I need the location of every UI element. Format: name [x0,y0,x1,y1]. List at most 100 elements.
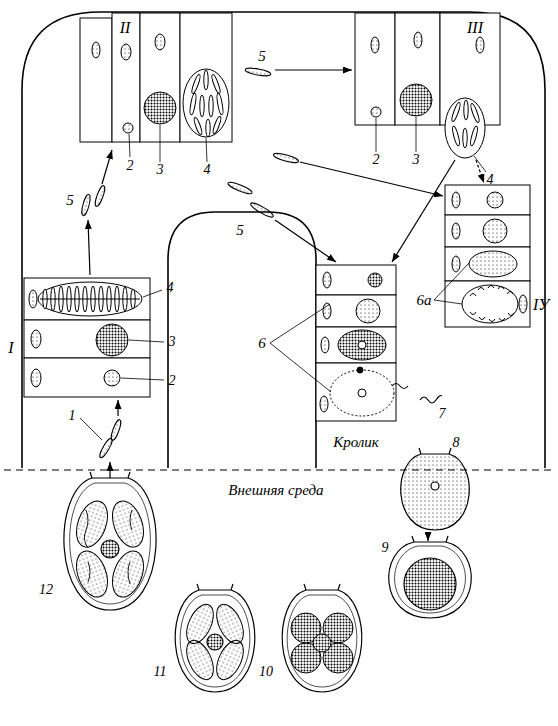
gut-outline [168,212,316,468]
oocyst-8 [401,448,470,530]
macrogamete-cells [320,396,328,412]
macrogamete-cells [316,265,396,421]
oocyst-9 [389,542,472,618]
oocyst-11 [180,595,250,687]
schizont-ii [189,93,197,115]
microgamont-cells [470,286,514,322]
schizont-i [38,282,142,316]
leader-lines [474,156,486,172]
macrogamete-cells [316,363,396,421]
oocyst-11 [181,600,249,683]
epithelial-cells-i [31,369,41,387]
callout-number: 4 [204,163,211,177]
macrogamete-cells [358,389,366,397]
leader-lines [160,125,161,162]
leader-lines [121,378,164,380]
schizont-ii [204,70,208,90]
cycle-arrows [109,462,110,478]
macrogamete-cells [323,303,331,319]
epithelial-cells-i [24,278,150,320]
cycle-arrows [88,220,90,275]
schizont-iii [464,100,468,120]
cycle-arrows [88,70,484,541]
host-label: Кролик [333,435,379,450]
oocyst-11 [197,584,233,590]
leader-lines [206,138,207,162]
oocyst-12 [90,472,130,478]
microgamont-cells [452,192,460,208]
leader-lines [270,304,330,343]
callout-number: 12 [39,583,53,597]
schizont-iii [470,103,481,123]
macrogamete-cells [321,337,329,353]
oocyst-10 [304,584,340,590]
macrogamete-cells [323,272,331,288]
epithelial-cells-ii [80,18,112,142]
microgamont-cells [452,256,460,272]
leader-lines [80,117,486,440]
callout-number: 3 [157,163,164,177]
schizont-ii [183,69,229,137]
oocyst-12 [71,497,150,602]
schizont-iii [451,126,460,146]
schizont-ii [191,74,202,94]
oocyst-10 [291,613,353,673]
microgamont-cells [445,185,530,327]
callout-number: 5 [258,49,266,64]
oocyst-11 [207,634,223,650]
microgamont-cells [445,185,530,215]
epithelial-cells-iii [395,13,440,125]
epithelial-cells-ii [92,42,100,58]
callout-number: 4 [487,173,494,187]
stage-numeral: II [120,20,131,36]
callout-number: 4 [167,281,174,295]
schizont-iii [445,98,485,158]
cycle-arrows [275,69,352,70]
oocyst-9 [404,558,456,610]
oocyst-12 [64,472,156,610]
microgamont-cells [445,215,530,247]
merozoites [249,201,275,219]
callout-number: 1 [69,409,76,423]
epithelial-cells-ii [140,13,180,142]
schizont-ii [216,93,224,115]
macrogamete-cells [316,265,396,295]
microgamont-cells [469,251,517,277]
callout-number: 2 [169,374,176,388]
callout-number: 6а [417,293,432,308]
epithelial-cells-iii [476,37,484,53]
callout-number: 3 [169,335,176,349]
oocyst-12 [70,483,151,604]
callout-number: 2 [373,153,380,167]
epithelial-cells-i [104,370,120,386]
schizont-ii [206,119,210,137]
schizont-i [40,299,140,300]
epithelial-cells-i [24,320,150,358]
stage-numeral: III [467,20,483,36]
merozoites [227,180,253,195]
epithelial-cells-ii [123,123,133,133]
oocyst-12 [84,510,132,584]
leader-lines [80,418,102,440]
oocyst-8 [401,454,470,530]
macrogamete-cells [338,330,386,360]
oocyst-11 [175,584,255,692]
epithelial-cells-iii [414,32,422,48]
cycle-arrows [392,160,455,262]
gut-outline [22,12,545,468]
macrogamete-cells [316,327,396,363]
oocyst-10 [282,590,362,692]
stage-numeral: I [8,340,13,356]
epithelial-cells-iii [400,84,432,116]
gut-outline [22,12,545,468]
epithelial-cells-ii [121,44,131,60]
oocyst-12 [64,478,156,610]
environment-boundary [4,469,552,470]
environment-label: Внешняя среда [228,483,323,498]
epithelial-cells-iii [371,107,381,117]
microgamont-cells [445,281,530,327]
cycle-arrows [275,220,336,262]
leader-lines [143,290,162,297]
oocyst-10 [287,595,357,687]
